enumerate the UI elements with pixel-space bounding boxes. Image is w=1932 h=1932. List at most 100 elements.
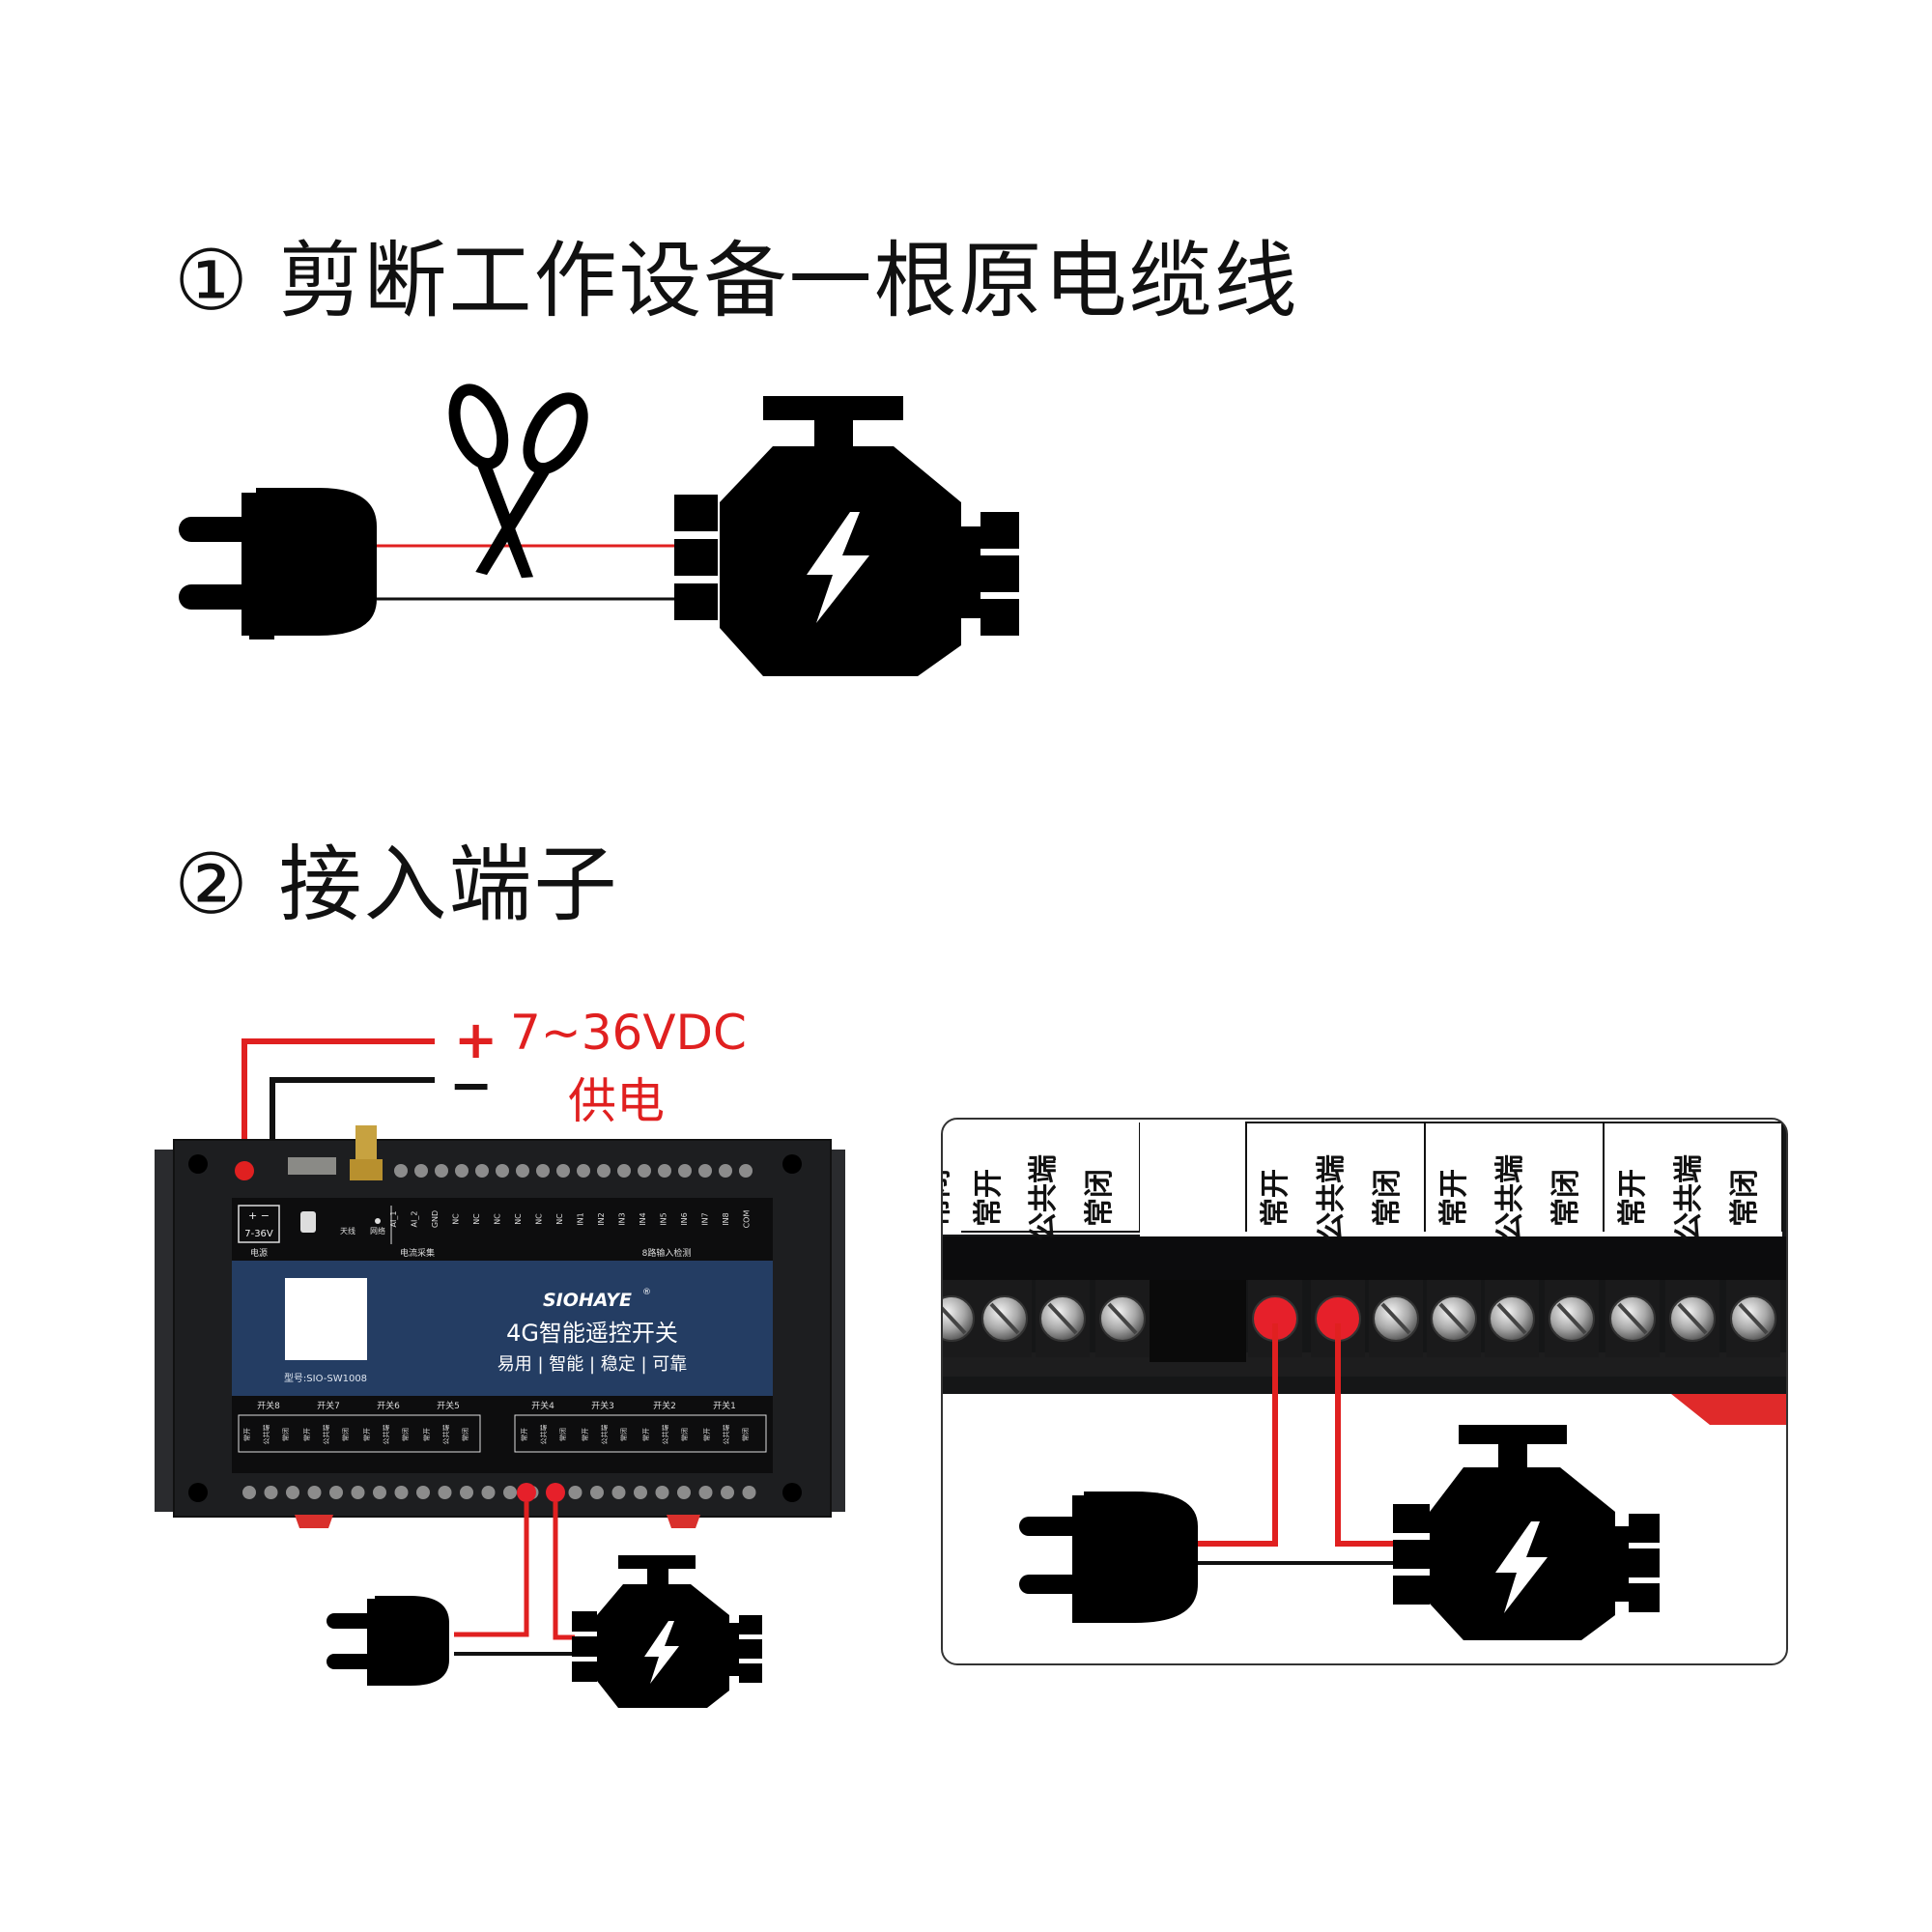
top-terminal-label: IN3: [618, 1212, 627, 1225]
terminal-screw: [496, 1164, 509, 1178]
switch-group-label: 开关7: [317, 1400, 340, 1411]
terminal-screw: [503, 1486, 517, 1499]
terminal-screw: [721, 1486, 734, 1499]
switch-pin-label: 常开: [302, 1428, 311, 1441]
mount-hole: [188, 1483, 208, 1502]
zoom-pin-label: 公共端: [1315, 1154, 1349, 1241]
switch-pin-label: 常闭: [741, 1428, 750, 1441]
power-terminal-label: 电源: [250, 1247, 268, 1259]
switch-pin-label: 公共端: [441, 1425, 450, 1445]
top-terminal-label: IN6: [680, 1212, 689, 1225]
switch-pin-label: 公共端: [600, 1425, 609, 1445]
top-label-strip: [232, 1198, 773, 1261]
bottom-label-strip: [232, 1396, 773, 1473]
power-plus-label: +: [454, 1009, 498, 1070]
switch-pin-label: 公共端: [722, 1425, 730, 1445]
terminal-screw: [307, 1486, 322, 1499]
top-terminal-label: IN7: [701, 1212, 710, 1225]
power-terminal-red-dot: [235, 1161, 254, 1180]
zoom-pin-label: 常闭: [1083, 1169, 1117, 1227]
switch-group-label: 开关3: [591, 1400, 614, 1411]
switch-pin-label: 公共端: [322, 1425, 330, 1445]
terminal-screw: [678, 1164, 692, 1178]
terminal-screw: [481, 1486, 496, 1499]
power-minus-label: −: [449, 1055, 494, 1116]
terminal-screw: [655, 1486, 669, 1499]
terminal-screw: [414, 1164, 428, 1178]
top-terminal-label: NC: [535, 1213, 544, 1225]
switch-group-label: 开关4: [531, 1400, 554, 1411]
zoom-pin-label: 公共端: [1672, 1154, 1706, 1241]
switch-pin-label: 常闭: [619, 1428, 628, 1441]
terminal-screw: [475, 1164, 489, 1178]
model-label: 型号:SIO-SW1008: [284, 1372, 367, 1384]
terminal-screw: [590, 1486, 604, 1499]
top-group-label-input: 8路输入检测: [642, 1247, 692, 1259]
bottom-screw-row: [242, 1486, 756, 1499]
zoom-pin-label: 常开: [1259, 1169, 1293, 1227]
switch-pin-label: 常开: [362, 1428, 371, 1441]
switch-group-label: 开关1: [713, 1400, 736, 1411]
top-terminal-label: NC: [494, 1213, 502, 1225]
terminal-highlight: [517, 1483, 536, 1502]
antenna-label: 天线: [340, 1226, 355, 1236]
switch-group-label: 开关8: [257, 1400, 280, 1411]
plug-icon: [179, 488, 377, 639]
plug-icon: [327, 1596, 449, 1686]
top-terminal-label: NC: [514, 1213, 523, 1225]
zoom-pin-label: 常闭: [1728, 1169, 1762, 1227]
terminal-screw: [638, 1164, 651, 1178]
terminal-screw: [351, 1486, 365, 1499]
top-terminal-label: IN2: [597, 1212, 606, 1225]
mount-hole: [782, 1483, 802, 1502]
terminal-screw: [677, 1486, 691, 1499]
product-slogan: 易用 | 智能 | 稳定 | 可靠: [497, 1354, 688, 1375]
step2-title: 接入端子: [278, 837, 619, 933]
top-terminal-label: GND: [431, 1210, 440, 1228]
terminal-screw: [435, 1164, 448, 1178]
step1-number: ①: [174, 233, 251, 329]
product-name: 4G智能遥控开关: [506, 1320, 678, 1347]
terminal-screw: [634, 1486, 647, 1499]
top-terminal-label: NC: [472, 1213, 481, 1225]
switch-pin-label: 常闭: [558, 1428, 567, 1441]
plug-icon: [1019, 1492, 1198, 1623]
terminal-screw: [568, 1486, 582, 1499]
switch-pin-label: 常开: [702, 1428, 711, 1441]
power-supply-label: 供电: [568, 1073, 665, 1129]
top-terminal-label: IN4: [639, 1212, 647, 1225]
top-terminal-label: NC: [555, 1213, 564, 1225]
terminal-screw: [329, 1486, 343, 1499]
output-wire-red-2: [553, 1502, 575, 1640]
terminal-screw: [455, 1164, 469, 1178]
terminal-screw: [742, 1486, 756, 1499]
terminal-screw: [438, 1486, 452, 1499]
switch-pin-label: 公共端: [539, 1425, 548, 1445]
terminal-screw: [394, 1164, 408, 1178]
din-clip: [667, 1515, 700, 1528]
terminal-screw: [242, 1486, 256, 1499]
brand-registered: ®: [642, 1288, 651, 1297]
zoom-pin-label: 常闭: [1549, 1169, 1583, 1227]
step2-number: ②: [174, 837, 251, 933]
scissors-icon: [448, 384, 588, 579]
step1-title: 剪断工作设备一根原电缆线: [278, 233, 1299, 329]
step1-heading: ① 剪断工作设备一根原电缆线: [174, 213, 1298, 333]
power-terminal-range: 7-36V: [244, 1229, 273, 1239]
terminal-screw: [611, 1486, 626, 1499]
terminal-screw: [416, 1486, 430, 1499]
power-wire-red: [242, 1038, 435, 1169]
zoom-pin-label: 常闭: [1371, 1169, 1405, 1227]
output-wire-red-1: [454, 1502, 529, 1637]
terminal-screw: [516, 1164, 529, 1178]
zoom-pin-label: 常开: [1616, 1169, 1650, 1227]
terminal-screw: [264, 1486, 278, 1499]
zoom-frame: [941, 1118, 1788, 1665]
motor-icon: [674, 396, 1019, 676]
sim-slot: [288, 1157, 336, 1175]
top-terminal-label: IN5: [660, 1212, 668, 1225]
motor-icon: [572, 1555, 762, 1708]
